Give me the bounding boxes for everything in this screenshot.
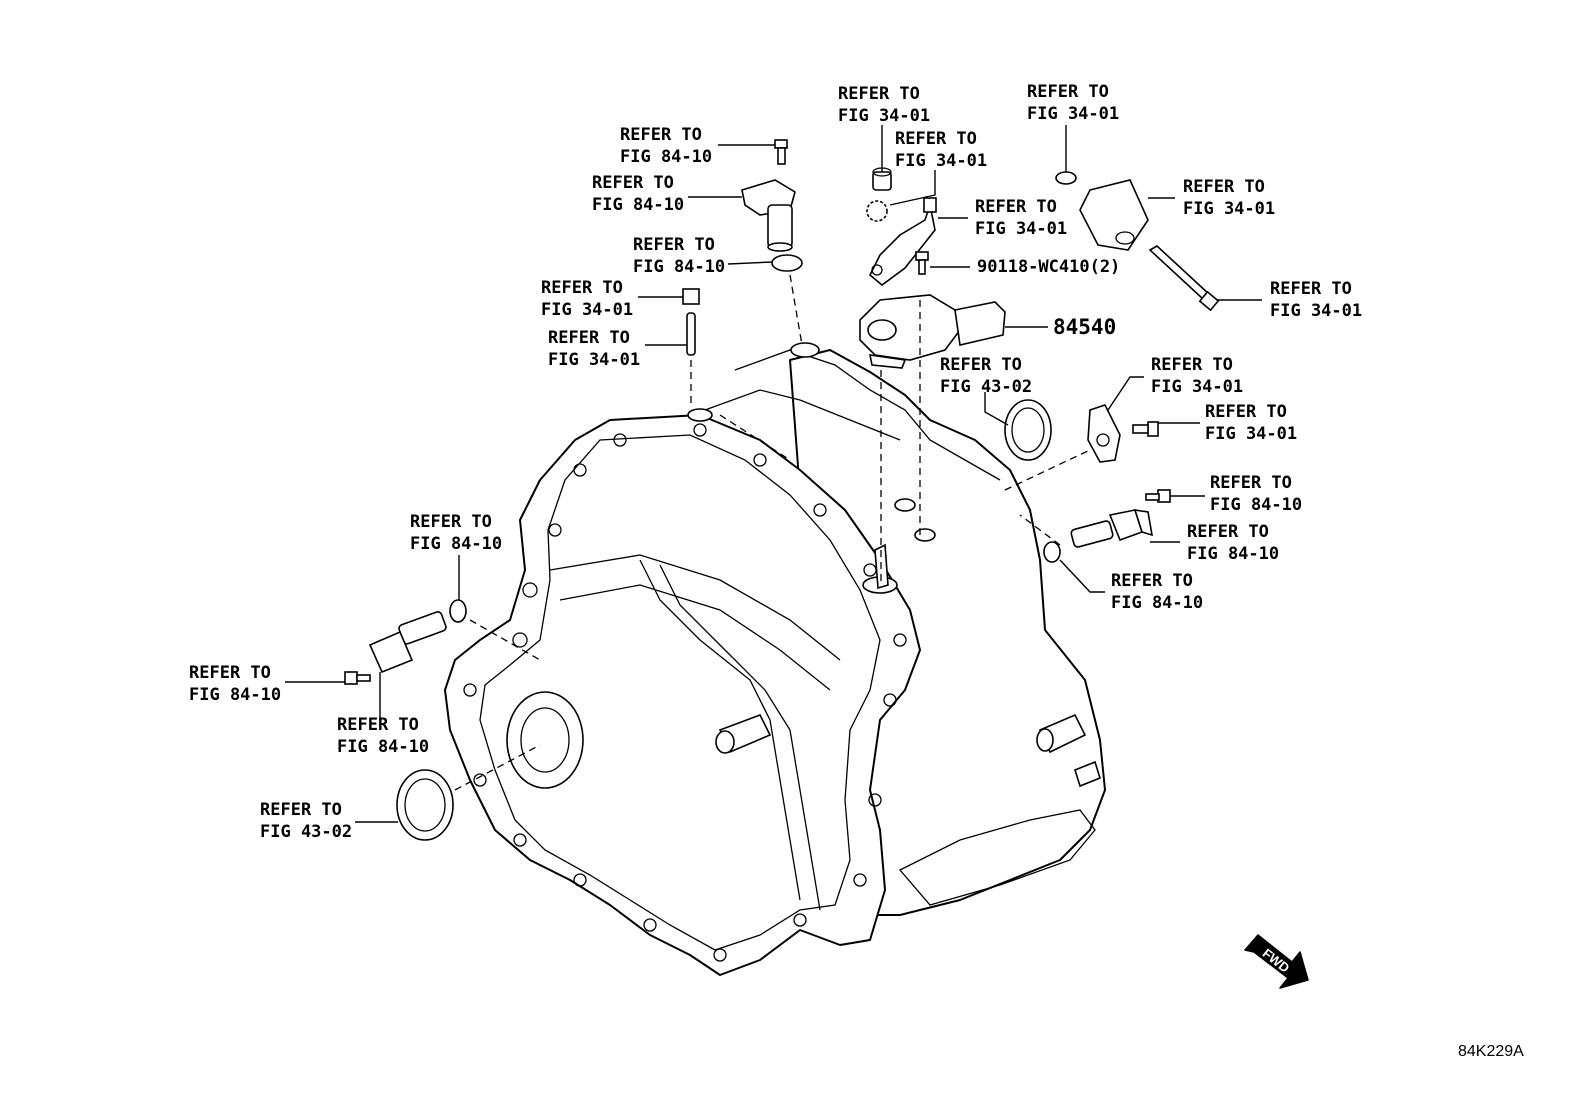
- svg-text:FIG 43-02: FIG 43-02: [940, 377, 1032, 397]
- svg-text:FIG 84-10: FIG 84-10: [410, 534, 502, 554]
- label-ref-18: REFER TO FIG 84-10: [410, 512, 502, 554]
- svg-text:FIG 34-01: FIG 34-01: [1151, 377, 1243, 397]
- svg-text:FIG 34-01: FIG 34-01: [975, 219, 1067, 239]
- svg-text:REFER TO: REFER TO: [633, 235, 715, 255]
- label-ref-12: REFER TO FIG 43-02: [940, 355, 1032, 397]
- label-ref-7: REFER TO FIG 34-01: [895, 129, 987, 171]
- svg-text:FIG 34-01: FIG 34-01: [895, 151, 987, 171]
- oil-seal-right: [1004, 399, 1052, 461]
- svg-text:FIG 34-01: FIG 34-01: [1270, 301, 1362, 321]
- svg-text:FIG 34-01: FIG 34-01: [1205, 424, 1297, 444]
- label-ref-21: REFER TO FIG 43-02: [260, 800, 352, 842]
- parts: [344, 139, 1220, 841]
- bolt-sensor-right: [1145, 489, 1171, 503]
- label-ref-15: REFER TO FIG 84-10: [1210, 473, 1302, 515]
- svg-text:REFER TO: REFER TO: [1151, 355, 1233, 375]
- label-ref-14: REFER TO FIG 34-01: [1205, 402, 1297, 444]
- svg-text:REFER TO: REFER TO: [337, 715, 419, 735]
- fwd-arrow-icon: FWD: [1244, 934, 1309, 989]
- label-ref-1: REFER TO FIG 84-10: [620, 125, 712, 167]
- svg-text:REFER TO: REFER TO: [1270, 279, 1352, 299]
- leader-lines: [285, 125, 1262, 823]
- svg-text:REFER TO: REFER TO: [260, 800, 342, 820]
- assembly-lines: [454, 274, 1091, 791]
- label-ref-3: REFER TO FIG 84-10: [633, 235, 725, 277]
- o-ring-top: [771, 254, 803, 272]
- label-ref-6: REFER TO FIG 34-01: [838, 84, 930, 126]
- plug-small: [682, 288, 700, 305]
- svg-text:REFER TO: REFER TO: [592, 173, 674, 193]
- svg-text:REFER TO: REFER TO: [940, 355, 1022, 375]
- svg-text:REFER TO: REFER TO: [1183, 177, 1265, 197]
- svg-text:FIG 84-10: FIG 84-10: [592, 195, 684, 215]
- sensor-bolt-top: [774, 139, 788, 165]
- svg-text:REFER TO: REFER TO: [548, 328, 630, 348]
- gasket-plate: [1087, 404, 1121, 463]
- speed-sensor-right: [1070, 509, 1154, 548]
- svg-text:REFER TO: REFER TO: [1111, 571, 1193, 591]
- svg-text:REFER TO: REFER TO: [895, 129, 977, 149]
- svg-text:FIG 84-10: FIG 84-10: [633, 257, 725, 277]
- bolt-right: [1132, 421, 1159, 437]
- lock-washer: [866, 200, 888, 222]
- svg-text:REFER TO: REFER TO: [838, 84, 920, 104]
- washer-top: [1055, 171, 1077, 185]
- label-ref-17: REFER TO FIG 84-10: [1111, 571, 1203, 613]
- svg-text:FIG 84-10: FIG 84-10: [337, 737, 429, 757]
- svg-text:FIG 34-01: FIG 34-01: [1027, 104, 1119, 124]
- o-ring-right: [1043, 541, 1061, 563]
- svg-text:REFER TO: REFER TO: [620, 125, 702, 145]
- label-ref-8: REFER TO FIG 34-01: [1027, 82, 1119, 124]
- svg-text:REFER TO: REFER TO: [1205, 402, 1287, 422]
- svg-text:REFER TO: REFER TO: [410, 512, 492, 532]
- callout-labels: REFER TO FIG 84-10 REFER TO FIG 84-10 RE…: [189, 82, 1362, 842]
- label-ref-4: REFER TO FIG 34-01: [541, 278, 633, 320]
- bolt-left: [344, 671, 371, 685]
- svg-text:REFER TO: REFER TO: [1027, 82, 1109, 102]
- o-ring-left: [449, 599, 467, 623]
- svg-text:FIG 84-10: FIG 84-10: [189, 685, 281, 705]
- svg-text:FIG 34-01: FIG 34-01: [838, 106, 930, 126]
- svg-text:REFER TO: REFER TO: [1187, 522, 1269, 542]
- label-ref-19: REFER TO FIG 84-10: [189, 663, 281, 705]
- label-ref-20: REFER TO FIG 84-10: [337, 715, 429, 757]
- label-ref-5: REFER TO FIG 34-01: [548, 328, 640, 370]
- part-number-main: 84540: [1053, 315, 1116, 339]
- svg-text:REFER TO: REFER TO: [541, 278, 623, 298]
- diagram-code: 84K229A: [1458, 1043, 1524, 1060]
- label-ref-10: REFER TO FIG 34-01: [975, 197, 1067, 239]
- pin: [686, 312, 696, 356]
- svg-text:FIG 84-10: FIG 84-10: [1187, 544, 1279, 564]
- svg-text:FIG 34-01: FIG 34-01: [1183, 199, 1275, 219]
- shift-lever: [869, 197, 937, 287]
- label-ref-16: REFER TO FIG 84-10: [1187, 522, 1279, 564]
- label-ref-13: REFER TO FIG 34-01: [1151, 355, 1243, 397]
- svg-text:FIG 34-01: FIG 34-01: [541, 300, 633, 320]
- bolt-90118: [915, 251, 929, 275]
- oil-seal-left: [396, 769, 454, 841]
- neutral-start-switch: [859, 294, 1006, 369]
- svg-text:FIG 84-10: FIG 84-10: [620, 147, 712, 167]
- label-ref-9: REFER TO FIG 34-01: [1183, 177, 1275, 219]
- svg-text:FIG 34-01: FIG 34-01: [548, 350, 640, 370]
- part-number-bolt: 90118-WC410(2): [977, 257, 1120, 277]
- svg-text:REFER TO: REFER TO: [189, 663, 271, 683]
- speed-sensor-top: [741, 179, 796, 252]
- svg-text:REFER TO: REFER TO: [975, 197, 1057, 217]
- label-ref-11: REFER TO FIG 34-01: [1270, 279, 1362, 321]
- label-ref-2: REFER TO FIG 84-10: [592, 173, 684, 215]
- svg-text:REFER TO: REFER TO: [1210, 473, 1292, 493]
- transaxle-housing: [444, 342, 1106, 976]
- svg-text:FIG 43-02: FIG 43-02: [260, 822, 352, 842]
- svg-text:FIG 84-10: FIG 84-10: [1210, 495, 1302, 515]
- svg-text:FIG 84-10: FIG 84-10: [1111, 593, 1203, 613]
- speed-sensor-left: [368, 611, 447, 674]
- long-bolt: [1148, 245, 1220, 312]
- solenoid: [1079, 179, 1149, 251]
